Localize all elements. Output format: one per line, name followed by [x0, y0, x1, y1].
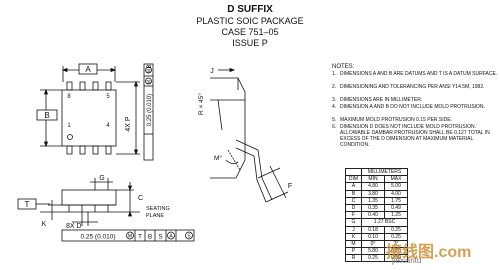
bottom-tolerance-b: B: [148, 234, 152, 241]
pin-1-label: 1: [67, 123, 71, 129]
side-view: [17, 178, 195, 242]
note-number: 5.: [332, 117, 337, 123]
label-p: 4X P: [125, 116, 132, 132]
top-tolerance-b: B: [147, 65, 153, 69]
top-tolerance-m: M: [147, 69, 153, 73]
label-g: G: [99, 175, 104, 182]
note-item: 6. DIMENSION D DOES NOT INCLUDE MOLD PRO…: [332, 124, 500, 148]
note-text: MAXIMUM MOLD PROTRUSION 0.15 PER SIDE.: [340, 117, 452, 123]
bottom-tolerance-m: M: [128, 234, 132, 240]
seating-plane-label-1: SEATING: [146, 206, 170, 212]
note-item: 4. DIMENSION A AND B DO NOT INCLUDE MOLD…: [332, 104, 500, 110]
label-t: T: [25, 200, 30, 209]
watermark-url: jiexiantu: [392, 256, 422, 265]
col-header-dim: DIM: [345, 175, 362, 184]
notes-heading: NOTES:: [332, 64, 355, 70]
label-k: K: [42, 221, 47, 228]
note-number: 3.: [332, 97, 337, 103]
note-number: 4.: [332, 104, 337, 110]
label-d: 8X D: [66, 223, 82, 230]
pin-8-label: 8: [67, 94, 71, 100]
side-view-body: [61, 189, 117, 206]
package-type: PLASTIC SOIC PACKAGE: [196, 16, 304, 26]
bottom-tolerance-a: A: [169, 234, 173, 240]
case-number: CASE 751–05: [221, 27, 279, 37]
mmc-circle: [145, 66, 152, 74]
bottom-tolerance-s1: S: [158, 234, 163, 241]
datum-b-box: [36, 109, 58, 121]
pin-5-label: 5: [106, 94, 110, 100]
bottom-tolerance-value: 0.25 (0.010): [80, 234, 115, 241]
table-title: MILLIMETERS: [361, 167, 408, 177]
top-tolerance-m2: M: [147, 80, 153, 84]
label-j: J: [210, 68, 214, 75]
datum-a-box: [78, 63, 98, 75]
label-f: F: [288, 183, 292, 190]
seating-plane-label-2: PLANE: [146, 213, 164, 219]
note-text: DIMENSIONING AND TOLERANCING PER ANSI Y1…: [340, 84, 485, 90]
label-c: C: [138, 195, 143, 202]
label-m-angle: M°: [214, 154, 222, 162]
label-b: B: [44, 111, 49, 120]
note-number: 6.: [332, 124, 337, 130]
lead-detail-view: [210, 67, 289, 203]
note-item: 2. DIMENSIONING AND TOLERANCING PER ANSI…: [332, 84, 500, 90]
bottom-tolerance-frame: [61, 229, 195, 242]
top-tolerance-frame: [143, 63, 154, 161]
note-text: DIMENSION A AND B DO NOT INCLUDE MOLD PR…: [340, 104, 485, 110]
note-item: 5. MAXIMUM MOLD PROTRUSION 0.15 PER SIDE…: [332, 117, 500, 123]
note-item: 1. DIMENSIONS A AND B ARE DATUMS AND T I…: [332, 71, 500, 77]
top-view: [36, 63, 154, 161]
mmc-circle: [145, 77, 152, 85]
table-corner: [345, 167, 362, 177]
pin1-marker: [67, 134, 73, 140]
note-text: DIMENSIONS ARE IN MILLIMETER.: [340, 97, 423, 103]
bottom-tolerance-t: T: [138, 234, 142, 241]
watermark-logo: 接线图.com: [386, 244, 472, 261]
pin-4-label: 4: [106, 123, 110, 129]
issue-label: ISSUE P: [232, 38, 268, 48]
col-header-max: MAX: [384, 175, 408, 184]
note-number: 1.: [332, 71, 337, 77]
note-text: DIMENSION D DOES NOT INCLUDE MOLD PROTRU…: [340, 124, 490, 148]
label-r: R × 45°: [197, 93, 205, 115]
bottom-tolerance-s2: S: [187, 234, 191, 240]
note-item: 3. DIMENSIONS ARE IN MILLIMETER.: [332, 97, 500, 103]
note-text: DIMENSIONS A AND B ARE DATUMS AND T IS A…: [340, 71, 498, 77]
top-tolerance-value: 0.25 (0.010): [147, 94, 153, 126]
package-title: D SUFFIX: [227, 4, 273, 15]
note-number: 2.: [332, 84, 337, 90]
top-view-body: [61, 89, 117, 147]
col-header-min: MIN: [361, 175, 385, 184]
label-a: A: [85, 65, 91, 74]
